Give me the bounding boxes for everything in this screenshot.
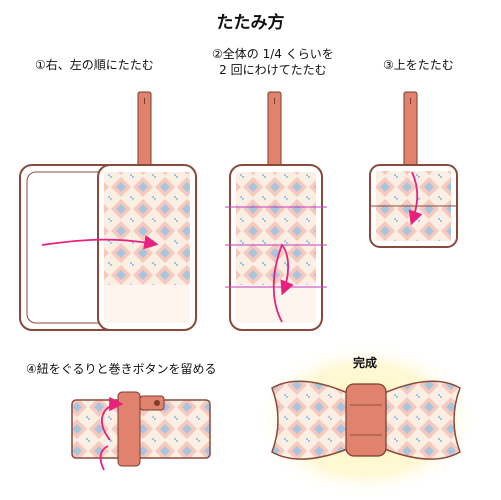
finished-illustration [254,342,478,498]
step4-button [154,400,160,406]
page-title: たたみ方 [216,13,285,33]
step1-fold-arrow [41,235,159,250]
step3-label: ③上をたたむ [383,58,454,72]
step2-fold-arrow [272,243,294,323]
finished-knot [345,383,387,457]
step2-illustration [225,91,327,331]
finished-bow-left [271,380,351,460]
result-label: 完成 [353,356,378,370]
step2-label: ②全体の 1/4 くらいを 2 回にわけてたたむ [212,46,334,78]
step4-wrap-arrow [101,396,124,441]
step2-label-line1: ②全体の 1/4 くらいを [212,47,334,61]
step4-illustration [71,391,211,471]
step3-illustration [369,91,458,248]
step1-label: ①右、左の順にたたむ [35,58,154,72]
step3-fold-arrow [408,171,423,226]
step4-label: ④紐をぐるりと巻きボタンを留める [26,362,217,376]
step2-label-line2: 2 回にわけてたたむ [219,63,327,77]
step1-illustration [19,91,197,331]
finished-bow-right [381,380,461,460]
step4-strap-wrap [117,391,141,467]
